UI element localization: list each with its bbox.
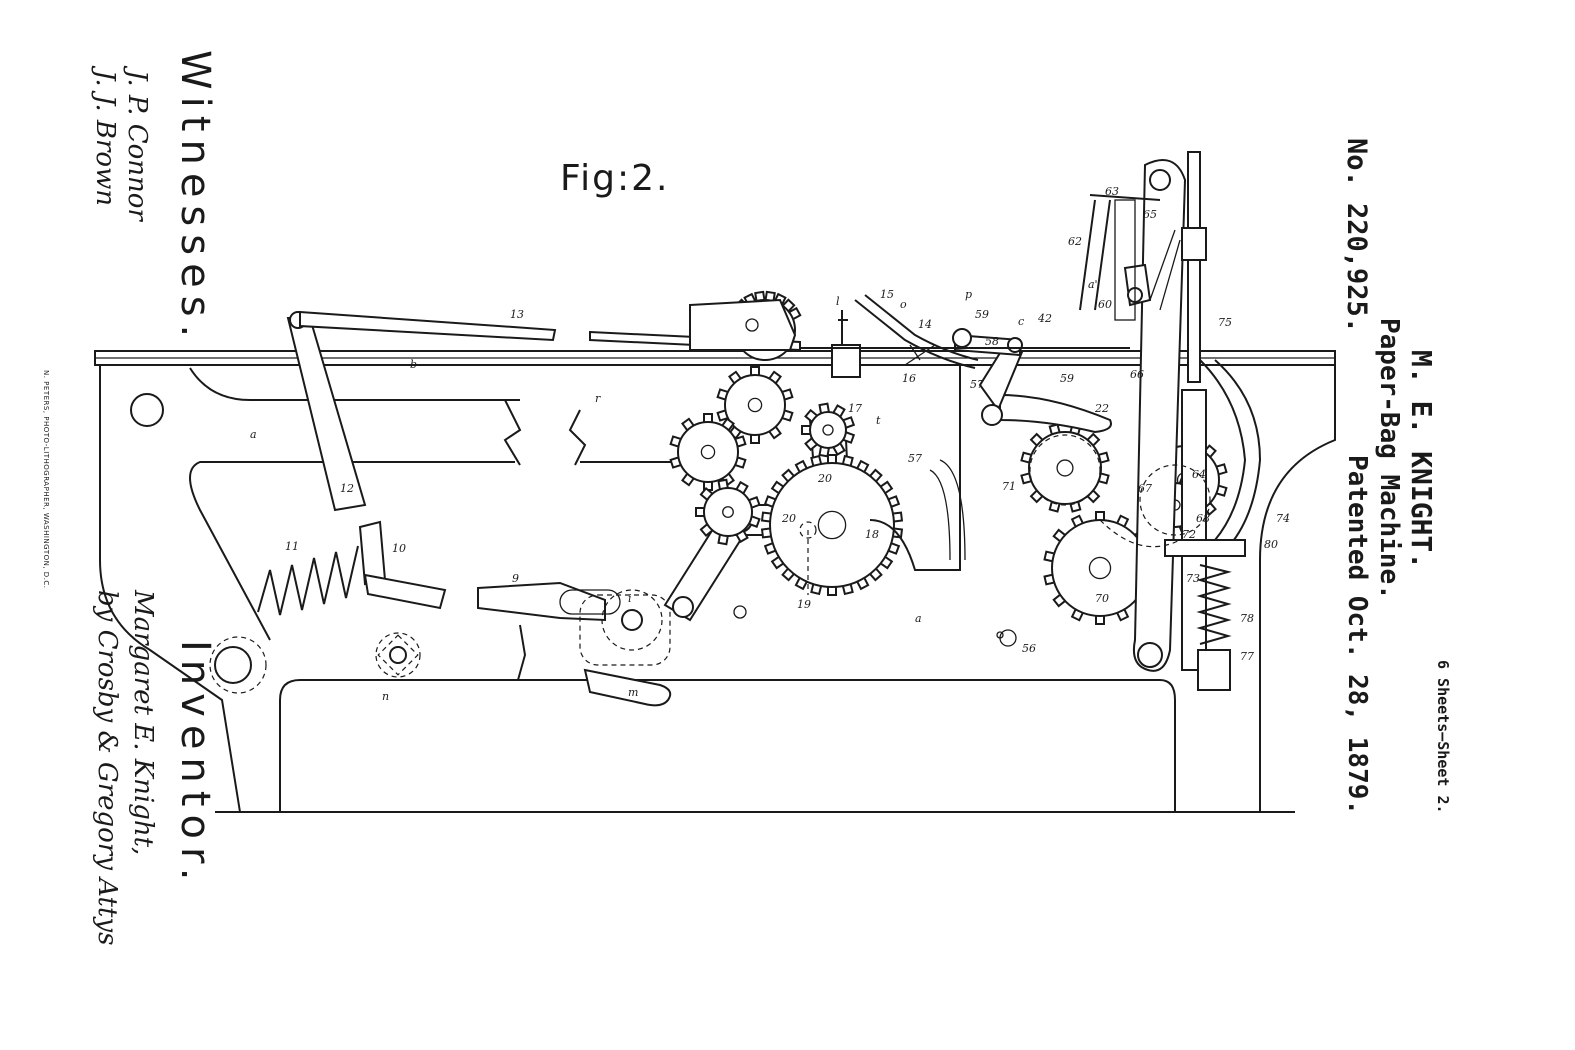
label-78: 78 <box>1240 612 1254 625</box>
label-59a: 59 <box>975 308 989 321</box>
upper-plate <box>689 298 797 351</box>
label-13: 13 <box>510 308 524 321</box>
gear-hub <box>747 397 763 413</box>
spring-78 <box>1196 564 1232 645</box>
label-a2: a <box>250 428 257 441</box>
label-66: 66 <box>1130 368 1144 381</box>
reference-labels: 13 b 15 o 14 16 l p 59 58 c 42 a' 60 63 … <box>250 185 1290 703</box>
gear-body <box>1028 431 1102 505</box>
label-64: 64 <box>1192 468 1206 481</box>
frame-hole-bottom <box>214 646 252 684</box>
gear-71 <box>1020 423 1110 513</box>
column-63 <box>1187 151 1201 383</box>
gear-hub <box>700 444 716 460</box>
label-80: 80 <box>1264 538 1278 551</box>
gear-17 <box>801 402 856 458</box>
label-63: 63 <box>1105 185 1119 198</box>
label-57a: 57 <box>970 378 984 391</box>
label-n: n <box>382 690 389 703</box>
label-20b: 20 <box>781 512 796 525</box>
label-56: 56 <box>1022 642 1036 655</box>
gear-18-large <box>760 454 904 596</box>
label-c: c <box>1018 315 1024 328</box>
label-74: 74 <box>1276 512 1290 525</box>
label-62: 62 <box>1068 235 1082 248</box>
gear-body <box>677 421 739 483</box>
label-75: 75 <box>1218 316 1232 329</box>
gear-hub <box>817 510 847 540</box>
label-t: t <box>876 414 881 427</box>
label-16: 16 <box>902 372 916 385</box>
lever-66 <box>1132 159 1187 672</box>
label-67: 67 <box>1138 482 1152 495</box>
label-58: 58 <box>985 335 999 348</box>
label-73: 73 <box>1186 572 1200 585</box>
label-a3: a <box>915 612 922 625</box>
link-9 <box>477 581 606 622</box>
plate-80 <box>1164 539 1246 557</box>
label-60: 60 <box>1098 298 1112 311</box>
link-10 <box>358 520 387 586</box>
label-71: 71 <box>1002 480 1016 493</box>
gear-left <box>669 413 747 491</box>
label-10: 10 <box>392 542 406 555</box>
label-11: 11 <box>285 540 299 553</box>
gear-body <box>769 462 895 588</box>
label-19: 19 <box>797 598 811 611</box>
label-o: o <box>900 298 907 311</box>
label-70: 70 <box>1095 592 1109 605</box>
label-i: i <box>628 592 632 605</box>
label-a1: a' <box>1088 278 1098 291</box>
label-20a: 20 <box>817 472 832 485</box>
label-77: 77 <box>1240 650 1254 663</box>
label-m: m <box>628 686 638 699</box>
spring-11 <box>257 545 359 616</box>
label-68: 68 <box>1196 512 1210 525</box>
finger-22 <box>999 393 1112 434</box>
gear-body <box>724 374 786 436</box>
bracket-l <box>831 344 861 378</box>
gear-body <box>703 487 753 537</box>
label-p: p <box>965 288 972 301</box>
label-72: 72 <box>1182 528 1196 541</box>
main-frame <box>99 365 1336 813</box>
gear-hub <box>822 424 834 436</box>
label-22: 22 <box>1094 402 1109 415</box>
shaft-n <box>375 632 421 678</box>
nut-77 <box>1197 649 1231 691</box>
curved-bar-74 <box>1199 359 1262 546</box>
label-b: b <box>410 358 417 371</box>
rod-13 <box>299 310 557 342</box>
gear-body <box>809 411 847 449</box>
lever-57 <box>978 343 1024 413</box>
plate-57 <box>869 364 961 571</box>
label-12: 12 <box>340 482 354 495</box>
gear-small-lower <box>695 478 761 546</box>
figure-label: Fig:2. <box>560 158 670 199</box>
label-42: 42 <box>1037 312 1052 325</box>
gear-upper-center <box>716 366 794 444</box>
frame-hole-left <box>130 393 164 427</box>
label-18: 18 <box>865 528 879 541</box>
gear-hub <box>1088 556 1112 580</box>
label-9: 9 <box>512 572 519 585</box>
gear-hub <box>722 506 734 518</box>
label-r: r <box>595 392 601 405</box>
label-15: 15 <box>880 288 894 301</box>
label-14: 14 <box>918 318 932 331</box>
frame-arm <box>189 367 520 641</box>
label-65: 65 <box>1143 208 1157 221</box>
gear-hub <box>1056 459 1074 477</box>
label-59b: 59 <box>1060 372 1074 385</box>
arm-m <box>583 668 672 707</box>
label-57b: 57 <box>908 452 922 465</box>
label-l: l <box>836 295 840 308</box>
label-17: 17 <box>848 402 862 415</box>
